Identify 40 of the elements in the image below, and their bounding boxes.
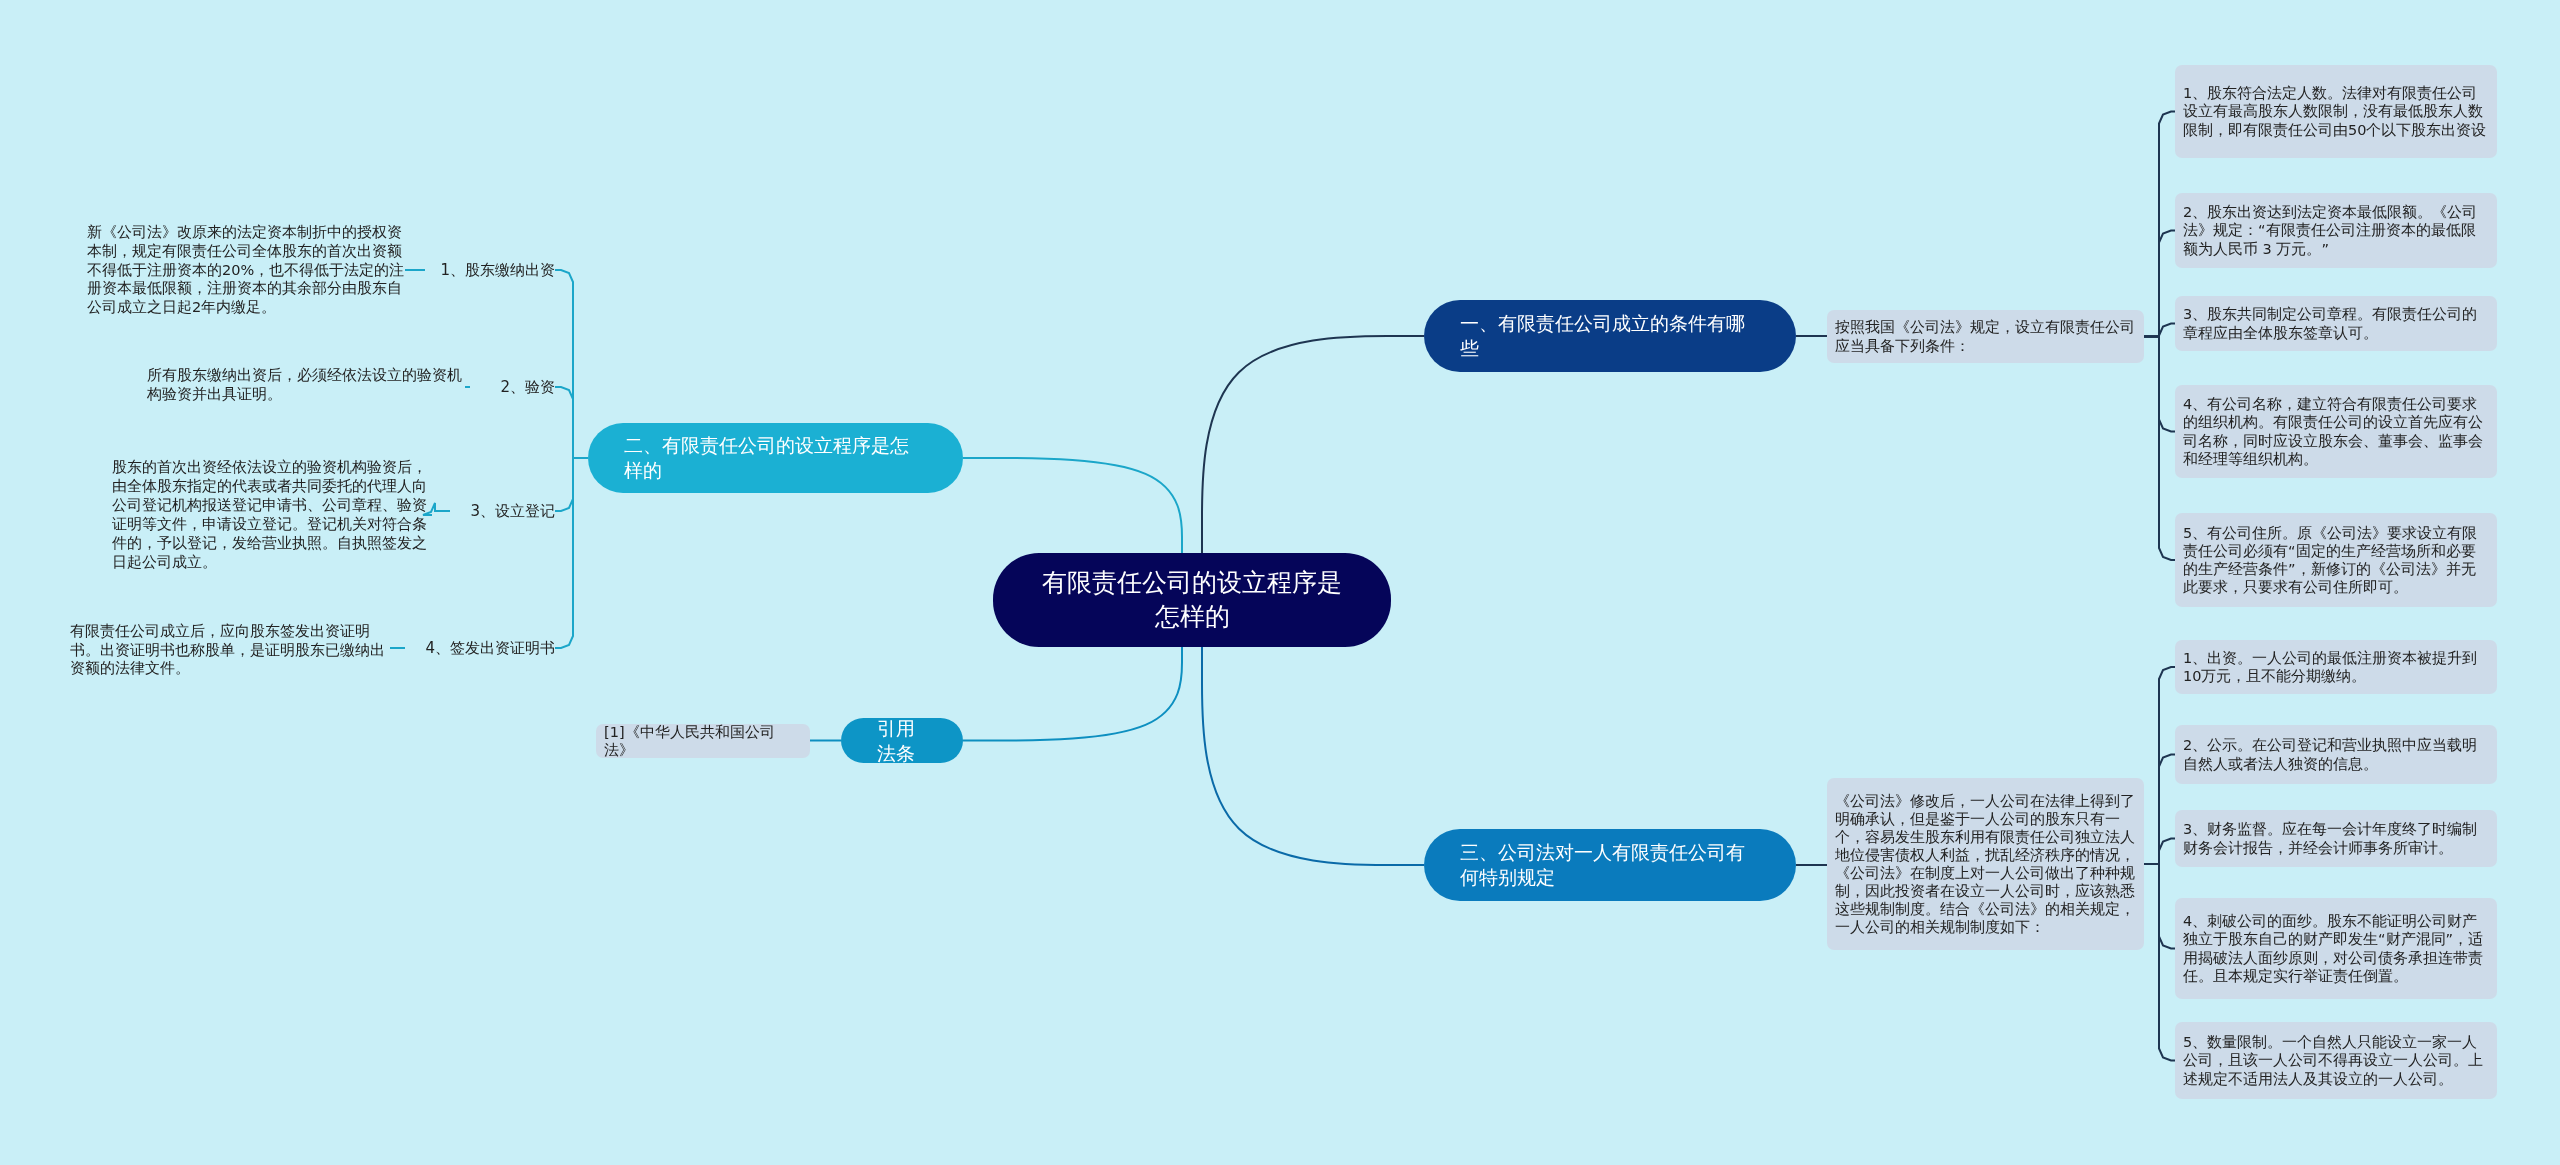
connector-line: [1795, 335, 1828, 337]
root-topic: 有限责任公司的设立程序是怎样的: [993, 553, 1391, 647]
note-box: 3、财务监督。应在每一会计年度终了时编制财务会计报告，并经会计师事务所审计。: [2175, 810, 2497, 867]
note-box: 1、股东符合法定人数。法律对有限责任公司设立有最高股东人数限制，没有最低股东人数限制，即有限责任公司由50个以下股东出资设: [2175, 65, 2497, 158]
connector-line: [1201, 646, 1425, 866]
subtopic-label: 1、股东缴纳出资: [425, 256, 555, 284]
connector-line: [389, 647, 406, 649]
connector-line: [2143, 863, 2176, 1062]
connector-line: [464, 386, 471, 388]
note-box: 5、有公司住所。原《公司法》要求设立有限责任公司必须有“固定的生产经营场所和必要的生产经营条件”，新修订的《公司法》并无此要求，只要求有公司住所即可。: [2175, 513, 2497, 607]
connector-line: [1795, 864, 1828, 866]
subtopic-label: 3、设立登记: [450, 497, 555, 525]
note-box: 2、股东出资达到法定资本最低限额。《公司法》规定：“有限责任公司注册资本的最低限额为人民币 3 万元。”: [2175, 193, 2497, 268]
subtopic-label: 2、验资: [470, 373, 555, 401]
note-box: 4、有公司名称，建立符合有限责任公司要求的组织机构。有限责任公司的设立首先应有公司名称，同时应设立股东会、董事会、监事会和经理等组织机构。: [2175, 385, 2497, 478]
topic-pill: 引用法条: [841, 718, 963, 763]
connector-line: [554, 457, 589, 649]
note-box: [1]《中华人民共和国公司法》: [596, 724, 810, 758]
note-box: 《公司法》修改后，一人公司在法律上得到了明确承认，但是鉴于一人公司的股东只有一个，容易发生股东利用有限责任公司独立法人地位侵害债权人利益，扰乱经济秩序的情况，《公司法》在制度上对一人公司做出了种种规制，因此投资者在设立一人公司时，应该熟悉这些规制制度。结合《公司法》的相关规定，一人公司的相关规制制度如下：: [1827, 778, 2144, 950]
note-box: 4、刺破公司的面纱。股东不能证明公司财产独立于股东自己的财产即发生“财产混同”，适用揭破法人面纱原则，对公司债务承担连带责任。且本规定实行举证责任倒置。: [2175, 898, 2497, 999]
topic-pill: 三、公司法对一人有限责任公司有何特别规定: [1424, 829, 1796, 901]
connector-line: [422, 502, 451, 516]
note-box: 5、数量限制。一个自然人只能设立一家一人公司，且该一人公司不得再设立一人公司。上述规定不适用法人及其设立的一人公司。: [2175, 1022, 2497, 1099]
note-text: 所有股东缴纳出资后，必须经依法设立的验资机构验资并出具证明。: [147, 361, 465, 409]
note-box: 2、公示。在公司登记和营业执照中应当载明自然人或者法人独资的信息。: [2175, 725, 2497, 784]
connector-line: [2143, 335, 2176, 561]
note-text: 新《公司法》改原来的法定资本制折中的授权资本制，规定有限责任公司全体股东的首次出资额不得低于注册资本的20%，也不得低于法定的注册资本最低限额，注册资本的其余部分由股东自公司成立之日起2年内缴足。: [87, 218, 405, 322]
note-text: 有限责任公司成立后，应向股东签发出资证明书。出资证明书也称股单，是证明股东已缴纳出资额的法律文件。: [70, 614, 390, 686]
connector-line: [1201, 335, 1425, 554]
topic-pill: 一、有限责任公司成立的条件有哪些: [1424, 300, 1796, 372]
note-box: 3、股东共同制定公司章程。有限责任公司的章程应由全体股东签章认可。: [2175, 296, 2497, 351]
connector-line: [809, 739, 842, 742]
note-text: 股东的首次出资经依法设立的验资机构验资后，由全体股东指定的代表或者共同委托的代理人向公司登记机构报送登记申请书、公司章程、验资证明等文件，申请设立登记。登记机关对符合条件的，予以登记，发给营业执照。自执照签发之日起公司成立。: [112, 452, 432, 578]
note-box: 1、出资。一人公司的最低注册资本被提升到10万元，且不能分期缴纳。: [2175, 640, 2497, 694]
topic-pill: 二、有限责任公司的设立程序是怎样的: [588, 423, 963, 493]
subtopic-label: 4、签发出资证明书: [405, 634, 555, 662]
connector-line: [404, 269, 426, 271]
connector-line: [962, 646, 1183, 742]
connector-line: [962, 457, 1183, 554]
note-box: 按照我国《公司法》规定，设立有限责任公司应当具备下列条件：: [1827, 310, 2144, 363]
